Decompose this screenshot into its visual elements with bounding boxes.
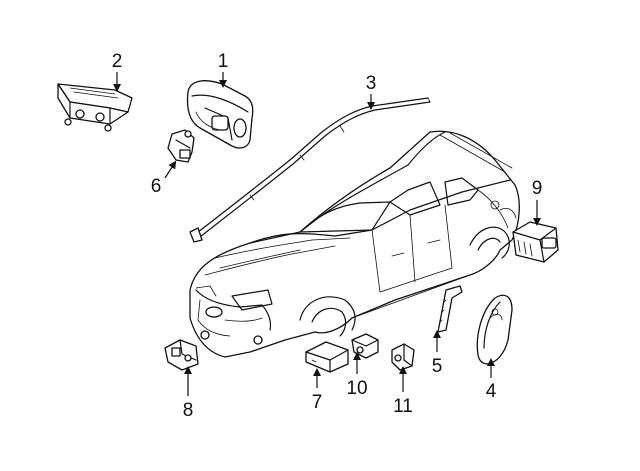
callout-8: 8 bbox=[183, 400, 194, 421]
callout-9: 9 bbox=[532, 178, 543, 199]
callout-10: 10 bbox=[346, 378, 367, 399]
part-5-impact-sensor bbox=[437, 285, 463, 333]
part-10-sensor bbox=[351, 333, 379, 359]
callout-1: 1 bbox=[218, 51, 229, 72]
callout-leaders bbox=[113, 72, 541, 396]
part-9-module bbox=[512, 221, 559, 263]
callout-5: 5 bbox=[432, 356, 443, 377]
part-2-driver-airbag bbox=[57, 83, 133, 132]
leader-6 bbox=[164, 160, 177, 179]
part-3-curtain-airbag bbox=[189, 97, 431, 243]
part-7-control-module bbox=[305, 341, 349, 373]
callout-7: 7 bbox=[312, 392, 323, 413]
callout-2: 2 bbox=[112, 51, 123, 72]
callout-4: 4 bbox=[486, 381, 497, 402]
part-6-sensor bbox=[167, 129, 195, 163]
callout-11: 11 bbox=[393, 396, 413, 417]
callout-labels: 1 2 3 4 5 6 7 8 9 10 11 bbox=[112, 51, 543, 421]
part-11-sensor bbox=[391, 343, 415, 371]
vehicle-illustration bbox=[189, 130, 520, 358]
callout-6: 6 bbox=[151, 176, 162, 197]
part-4-side-airbag bbox=[476, 294, 513, 365]
callout-3: 3 bbox=[366, 73, 377, 94]
part-8-sensor bbox=[164, 339, 199, 371]
part-1-passenger-airbag bbox=[186, 80, 254, 149]
